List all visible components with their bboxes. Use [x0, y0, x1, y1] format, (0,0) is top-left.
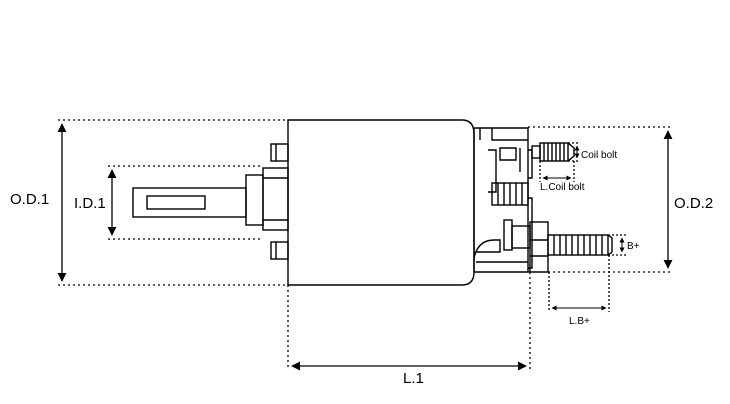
b-plus-terminal — [503, 219, 613, 273]
main-housing — [287, 119, 475, 286]
mounting-stud-top — [270, 143, 289, 162]
plunger — [132, 187, 247, 218]
id1-label: I.D.1 — [74, 195, 106, 212]
mounting-stud-bottom — [270, 241, 289, 260]
od2-label: O.D.2 — [674, 195, 713, 212]
l1-label: L.1 — [403, 370, 424, 387]
b-plus-label: B+ — [627, 241, 640, 252]
plunger-collar — [245, 174, 264, 226]
l-coil-bolt-label: L.Coil bolt — [540, 182, 585, 193]
coil-bolt — [531, 142, 575, 162]
od1-label: O.D.1 — [10, 191, 49, 208]
l-b-plus-label: L.B+ — [569, 316, 590, 327]
plunger-slot — [146, 195, 206, 210]
dimension-lines — [57, 119, 673, 371]
coil-bolt-label: Coil bolt — [581, 150, 617, 161]
solenoid-drawing — [132, 119, 613, 286]
coil-bolt-inner — [491, 182, 529, 206]
